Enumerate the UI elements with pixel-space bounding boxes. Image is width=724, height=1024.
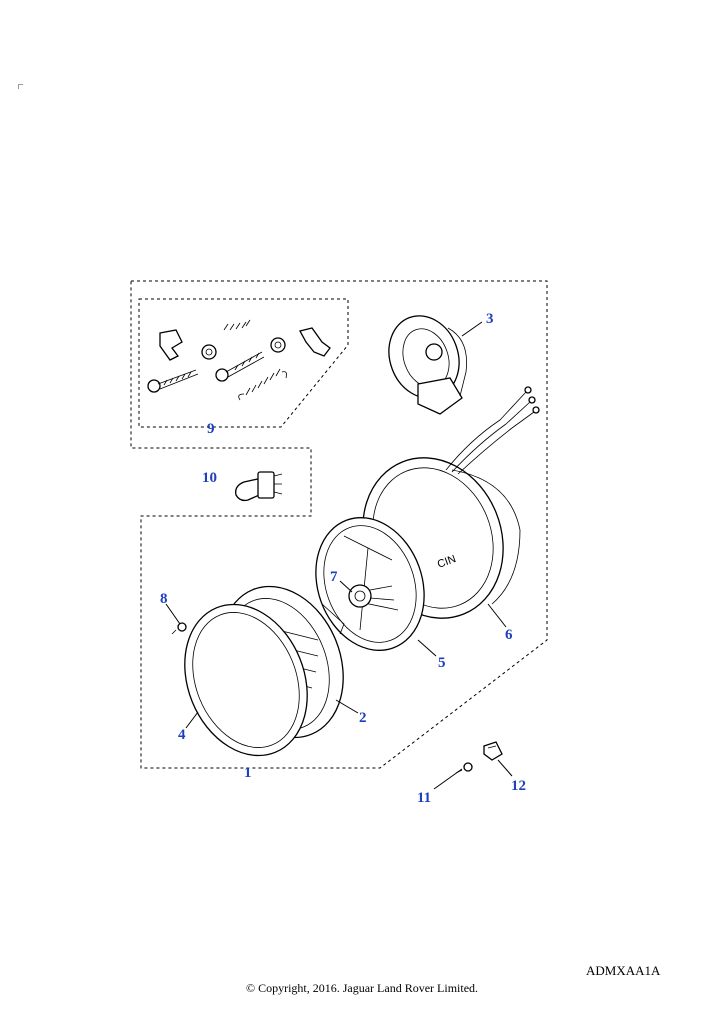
- callout-6: 6: [505, 627, 513, 643]
- callout-1: 1: [244, 765, 252, 781]
- clip-nut-illustration: [483, 741, 503, 761]
- diagram-reference-code: ADMXAA1A: [586, 963, 661, 978]
- callout-10: 10: [202, 470, 217, 486]
- callout-9: 9: [207, 421, 215, 437]
- bulb-illustration: [235, 471, 283, 502]
- callout-11: 11: [417, 790, 431, 806]
- copyright-notice: © Copyright, 2016. Jaguar Land Rover Lim…: [245, 981, 479, 995]
- retaining-ring-illustration: [315, 517, 425, 651]
- callout-8: 8: [160, 591, 168, 607]
- leader-lines: [165, 321, 513, 790]
- corner-mark: [18, 84, 23, 89]
- callout-3: 3: [486, 311, 494, 327]
- group-outlines: [130, 280, 548, 769]
- callouts: 1 2 3 4 5 6 7 8 9 10 11 12: [160, 311, 526, 806]
- callout-4: 4: [178, 727, 186, 743]
- callout-7: 7: [330, 569, 338, 585]
- rim-illustration: [184, 603, 308, 757]
- adjuster-kit-illustration: [147, 319, 331, 401]
- headlamp-bowl-illustration: [388, 315, 467, 415]
- callout-2: 2: [359, 710, 367, 726]
- bulb-holder-illustration: [348, 584, 395, 608]
- callout-5: 5: [438, 655, 446, 671]
- callout-12: 12: [511, 778, 526, 794]
- screw-illustration: [171, 622, 187, 635]
